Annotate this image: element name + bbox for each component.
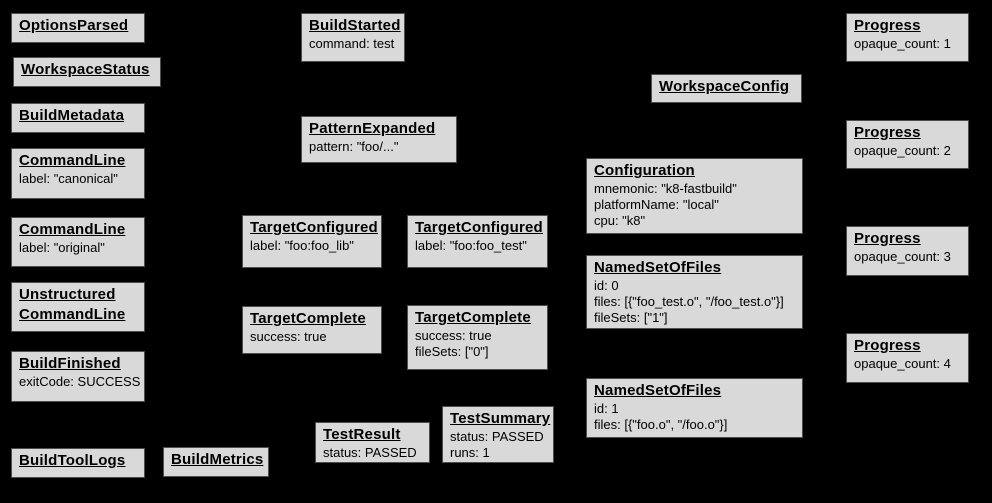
event-box-unstructured-commandline-5: Unstructured CommandLine <box>11 282 145 332</box>
event-box-title: BuildFinished <box>19 355 121 372</box>
event-box-workspaceconfig-17: WorkspaceConfig <box>651 74 802 103</box>
event-box-title: Progress <box>854 230 921 247</box>
event-box-title: Progress <box>854 17 921 34</box>
event-box-field: command: test <box>309 35 395 51</box>
event-box-field: fileSets: ["0"] <box>415 343 489 359</box>
event-box-field: cpu: "k8" <box>594 213 646 228</box>
event-box-title: WorkspaceStatus <box>21 61 150 78</box>
event-box-title: BuildStarted <box>309 17 401 34</box>
event-box-field: label: "original" <box>19 239 105 255</box>
event-box-field: opaque_count: 3 <box>854 248 951 264</box>
event-box-title: TargetComplete <box>415 309 531 326</box>
event-box-optionsparsed-0: OptionsParsed <box>11 13 145 43</box>
event-box-field: status: PASSED <box>323 444 417 460</box>
event-box-title: NamedSetOfFiles <box>594 259 722 276</box>
event-box-title: BuildMetrics <box>171 451 264 468</box>
event-box-field: opaque_count: 1 <box>854 35 951 51</box>
event-box-workspacestatus-1: WorkspaceStatus <box>13 57 161 87</box>
event-box-title: TestSummary <box>450 410 551 427</box>
event-box-field: files: [{"foo_test.o", "/foo_test.o"}] <box>594 293 784 309</box>
event-box-title: TargetConfigured <box>415 219 543 236</box>
event-box-title: PatternExpanded <box>309 120 436 137</box>
event-box-title: OptionsParsed <box>19 17 129 34</box>
event-box-title: WorkspaceConfig <box>659 78 790 95</box>
event-box-field: status: PASSED <box>450 428 544 444</box>
event-box-field: label: "foo:foo_test" <box>415 237 527 253</box>
event-box-field: files: [{"foo.o", "/foo.o"}] <box>594 416 728 432</box>
event-box-title: Configuration <box>594 162 695 179</box>
event-box-field: mnemonic: "k8-fastbuild" <box>594 180 737 196</box>
event-box-field: opaque_count: 4 <box>854 355 951 371</box>
event-box-title: Unstructured CommandLine <box>19 286 126 323</box>
event-box-field: pattern: "foo/..." <box>309 138 399 154</box>
event-box-field: platformName: "local" <box>594 196 719 212</box>
event-box-field: runs: 1 <box>450 444 490 460</box>
event-box-title: NamedSetOfFiles <box>594 382 722 399</box>
event-box-title: CommandLine <box>19 221 126 238</box>
event-box-buildmetadata-2: BuildMetadata <box>11 103 145 133</box>
event-box-title: TargetConfigured <box>250 219 378 236</box>
event-box-field: exitCode: SUCCESS <box>19 373 141 389</box>
event-box-title: BuildMetadata <box>19 107 125 124</box>
event-box-field: label: "foo:foo_lib" <box>250 237 354 253</box>
event-box-title: BuildToolLogs <box>19 452 126 469</box>
event-box-buildtoollogs-7: BuildToolLogs <box>11 448 145 478</box>
event-box-buildmetrics-8: BuildMetrics <box>163 447 269 477</box>
event-box-title: TestResult <box>323 426 401 443</box>
event-box-field: id: 0 <box>594 277 619 293</box>
event-box-title: Progress <box>854 337 921 354</box>
event-box-title: TargetComplete <box>250 310 366 327</box>
event-box-field: id: 1 <box>594 400 619 416</box>
event-box-field: success: true <box>415 327 492 343</box>
event-box-field: success: true <box>250 328 327 344</box>
event-box-field: fileSets: ["1"] <box>594 310 668 325</box>
event-box-title: CommandLine <box>19 152 126 169</box>
event-box-title: Progress <box>854 124 921 141</box>
event-box-field: opaque_count: 2 <box>854 142 951 158</box>
event-box-field: label: "canonical" <box>19 170 118 186</box>
